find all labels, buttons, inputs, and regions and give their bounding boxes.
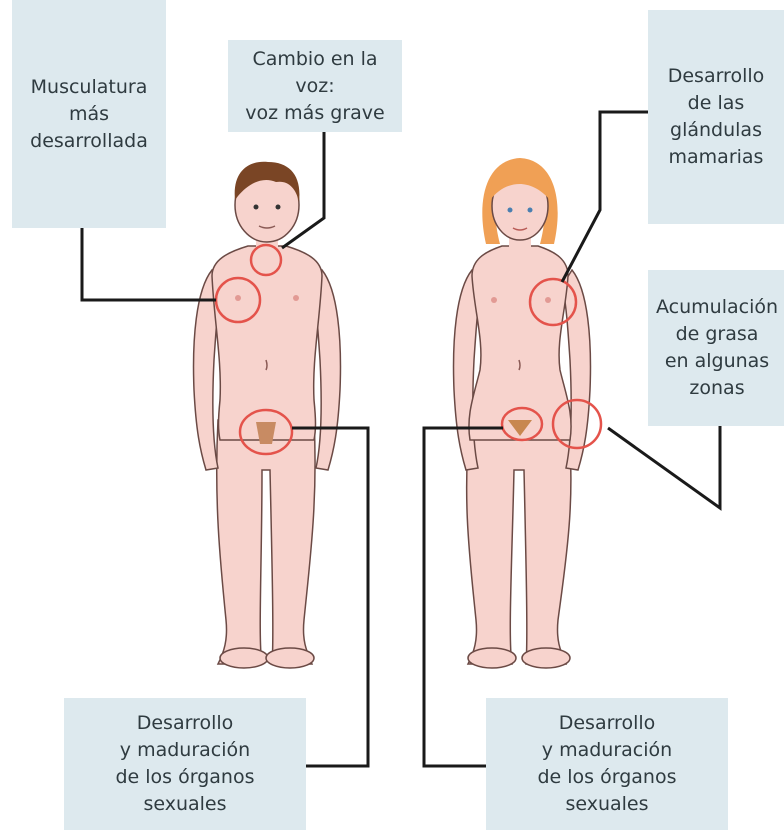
label-line: sexuales <box>537 791 676 818</box>
label-line: y maduración <box>537 737 676 764</box>
label-line: mamarias <box>668 144 765 171</box>
girl-left-foot <box>468 648 516 668</box>
girl-figure <box>454 158 601 668</box>
label-line: desarrollada <box>30 128 148 155</box>
label-line: más <box>30 101 148 128</box>
boy-left-foot <box>220 648 268 668</box>
label-line: en algunas <box>656 348 778 375</box>
leader-line-breast <box>562 112 648 282</box>
label-glandulas: Desarrollo de las glándulas mamarias <box>648 10 784 224</box>
boy-right-foot <box>266 648 314 668</box>
leader-line-muscle <box>82 228 216 300</box>
label-line: zonas <box>656 375 778 402</box>
boy-right-eye <box>276 205 281 210</box>
label-line: Desarrollo <box>537 710 676 737</box>
label-voz: Cambio en la voz: voz más grave <box>228 40 402 132</box>
boy-left-eye <box>254 205 259 210</box>
label-line: Musculatura <box>30 74 148 101</box>
label-grasa: Acumulación de grasa en algunas zonas <box>648 270 784 426</box>
label-organos-hombre: Desarrollo y maduración de los órganos s… <box>64 698 306 830</box>
label-line: Acumulación <box>656 294 778 321</box>
label-musculatura: Musculatura más desarrollada <box>12 0 166 228</box>
label-line: y maduración <box>115 737 254 764</box>
leader-line-fat <box>608 426 720 508</box>
leader-lines <box>82 112 720 766</box>
label-organos-mujer: Desarrollo y maduración de los órganos s… <box>486 698 728 830</box>
label-line: de los órganos <box>537 764 676 791</box>
label-line: sexuales <box>115 791 254 818</box>
boy-figure <box>194 162 341 668</box>
boy-legs <box>217 420 315 664</box>
label-line: Desarrollo <box>668 63 765 90</box>
label-line: Cambio en la voz: <box>234 46 396 100</box>
girl-legs <box>467 420 571 664</box>
label-line: voz más grave <box>234 100 396 127</box>
label-line: de los órganos <box>115 764 254 791</box>
label-line: glándulas <box>668 117 765 144</box>
label-line: de grasa <box>656 321 778 348</box>
label-line: Desarrollo <box>115 710 254 737</box>
girl-right-foot <box>522 648 570 668</box>
label-line: de las <box>668 90 765 117</box>
